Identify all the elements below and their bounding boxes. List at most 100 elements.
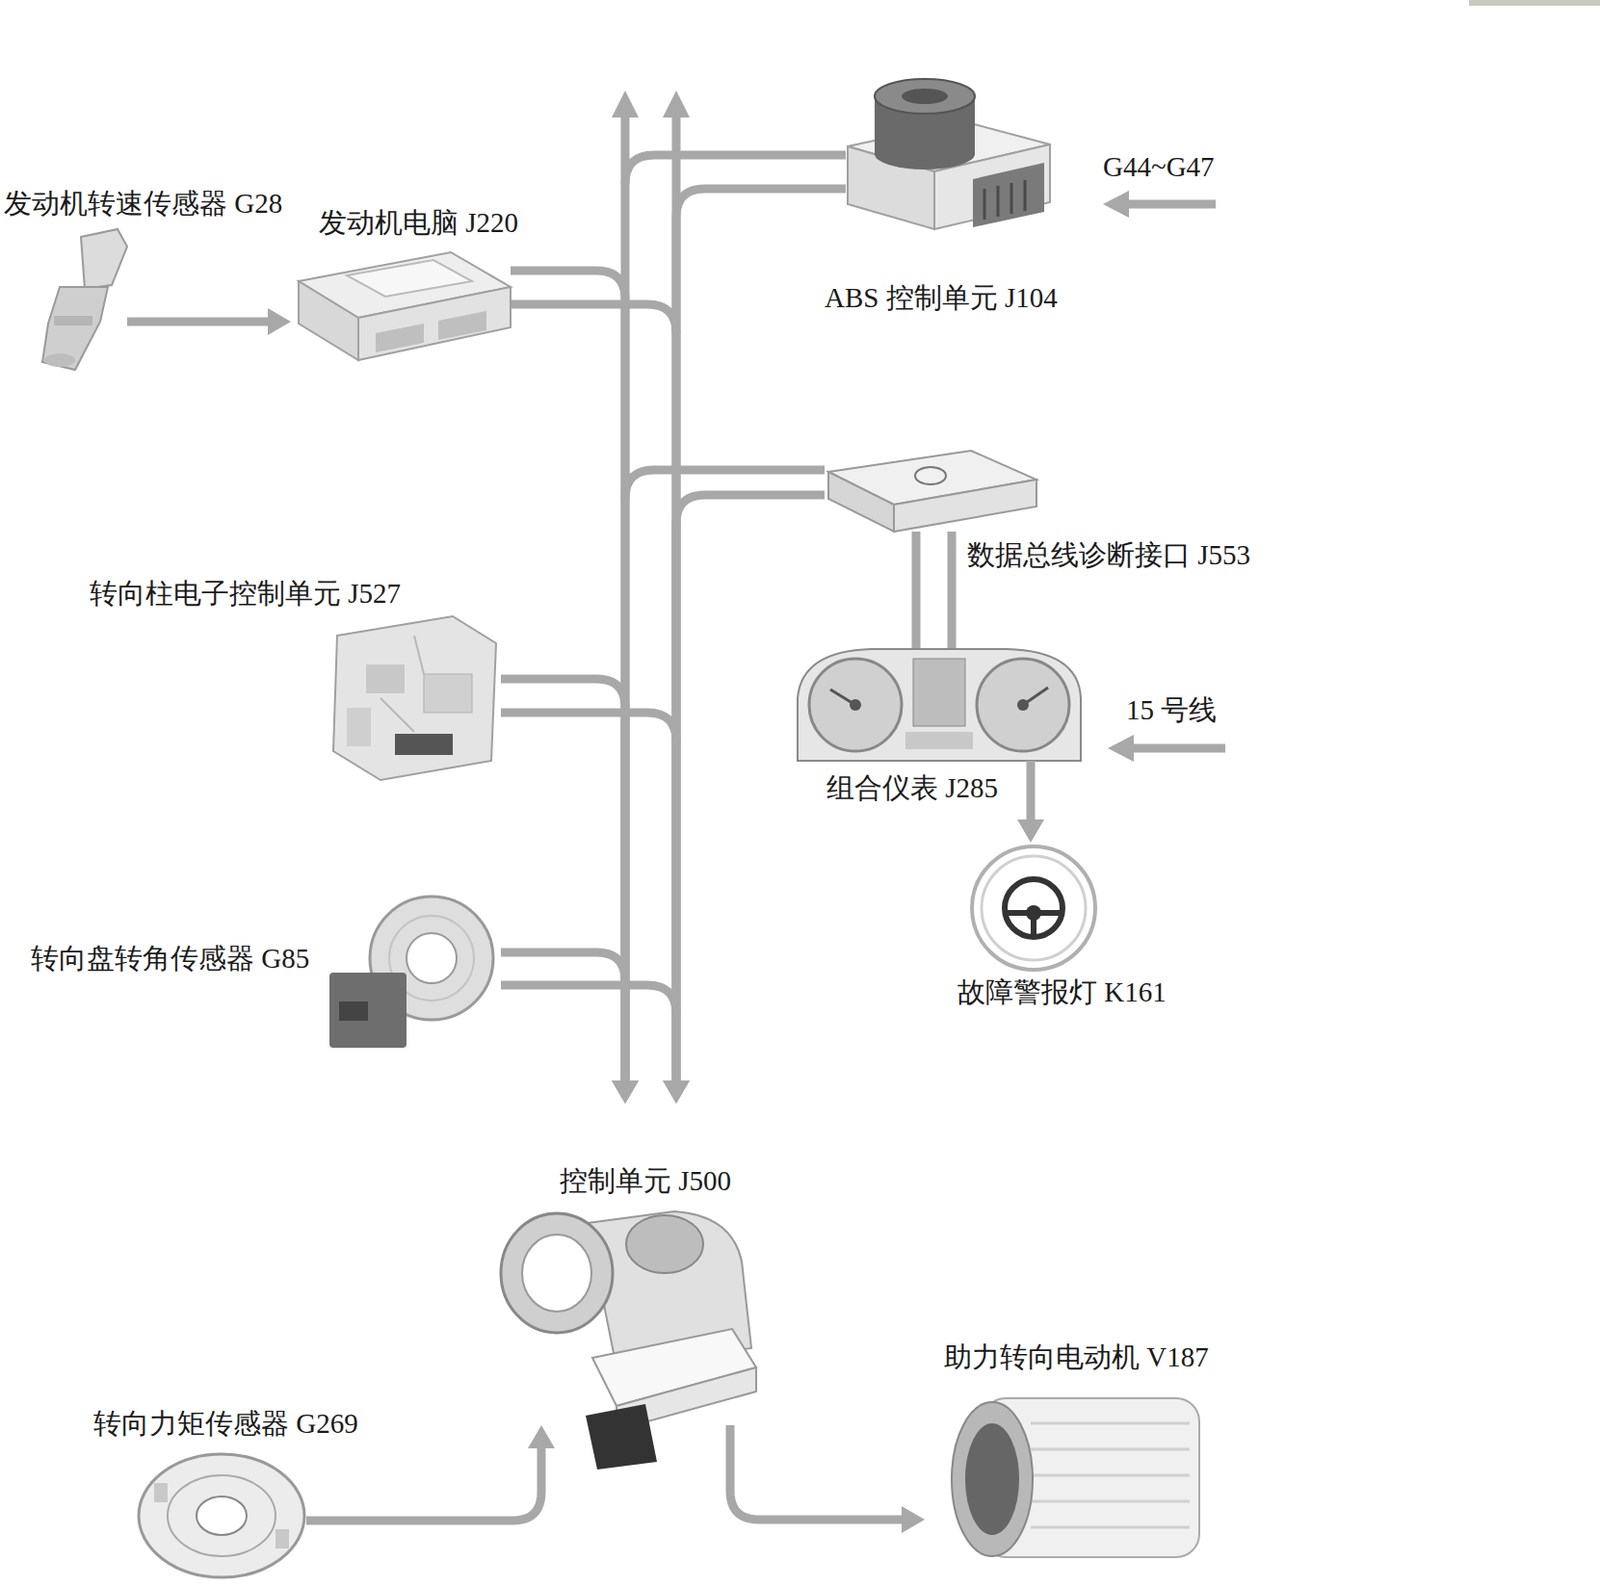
component-box: 控制单元 J500: [495, 1103, 756, 1426]
bus-wire: [500, 115, 952, 1084]
column-module-figure: [333, 616, 497, 781]
angle-sensor-figure: [339, 1001, 368, 1022]
input-arrow: [1102, 190, 1129, 218]
steering-ecu-figure: [626, 1215, 704, 1274]
engine-ecu-figure: [438, 311, 487, 341]
column-module-figure: [346, 708, 371, 747]
component-box: 助力转向电动机 V187: [924, 1393, 1205, 1563]
warning-lamp-figure: [1025, 905, 1042, 921]
speed-sensor-figure: [42, 287, 108, 370]
abs-unit-figure: [984, 180, 1025, 220]
warning-lamp-figure: [981, 856, 1086, 961]
bus-arrowhead: [611, 90, 690, 118]
input-arrow: [1102, 190, 1226, 762]
part-name: ABS 控制单元 J104: [824, 283, 1058, 315]
torque-sensor-figure: [196, 1496, 247, 1536]
engine-ecu-figure: [375, 323, 424, 353]
instrument-cluster-figure: [797, 649, 1081, 761]
torque-sensor-figure: [154, 1483, 168, 1503]
bus-connector: [1026, 760, 1036, 822]
column-module-figure: [333, 616, 497, 781]
abs-unit-figure: [847, 78, 1050, 230]
part-name: 转向柱电子控制单元 J527: [89, 578, 401, 610]
instrument-cluster-figure: [905, 732, 973, 750]
bus-wire: [500, 985, 677, 1015]
component-box: 发动机转速传感器 G28: [35, 229, 128, 374]
motor-figure: [951, 1402, 1033, 1557]
bus-connector: [500, 679, 626, 1083]
component-box: 转向力矩传感器 G269: [137, 1449, 307, 1583]
label-holder: G44~G47: [1102, 152, 1215, 184]
part-name: 组合仪表 J285: [826, 773, 998, 805]
torque-sensor-figure: [167, 1475, 276, 1557]
instrument-cluster-figure: [797, 649, 1081, 761]
warning-lamp-figure: [1004, 879, 1063, 938]
motor-figure: [1030, 1423, 1190, 1528]
instrument-cluster-figure: [849, 699, 862, 711]
instrument-cluster-figure: [1017, 699, 1029, 711]
angle-sensor-figure: [329, 972, 407, 1049]
bus-connector: [127, 317, 270, 327]
angle-sensor-figure: [329, 896, 494, 1049]
label-holder: 15 号线: [1126, 695, 1217, 727]
abs-unit-figure: [972, 162, 1045, 228]
speed-sensor-figure: [80, 229, 128, 289]
engine-ecu-figure: [298, 252, 511, 361]
engine-ecu-figure: [346, 260, 473, 297]
bus-connector: [912, 531, 921, 649]
component-box: 转向柱电子控制单元 J527: [331, 612, 501, 782]
torque-sensor-figure: [275, 1529, 289, 1549]
motor-figure: [965, 1423, 1020, 1536]
part-name: 数据总线诊断接口 J553: [967, 540, 1251, 572]
steering-ecu-figure: [585, 1404, 657, 1470]
bus-arrowhead: [611, 90, 639, 118]
bus-wire: [500, 712, 677, 742]
column-module-figure: [380, 635, 424, 733]
input-arrow: [1131, 744, 1226, 754]
motor-figure: [951, 1398, 1200, 1558]
abs-unit-figure: [874, 78, 975, 114]
signal-label: 15 号线: [1126, 695, 1217, 727]
abs-unit-figure: [874, 138, 975, 170]
component-box: ABS 控制单元 J104: [845, 75, 1054, 232]
column-module-figure: [394, 734, 453, 756]
speed-sensor-figure: [42, 229, 128, 370]
component-box: 故障警报灯 K161: [968, 842, 1100, 974]
torque-sensor-figure: [138, 1454, 305, 1578]
steering-ecu-figure: [500, 1213, 613, 1334]
bus-wire: [625, 155, 846, 184]
bus-connector: [730, 1425, 904, 1521]
signal-label: G44~G47: [1102, 152, 1215, 184]
angle-sensor-figure: [406, 933, 457, 984]
warning-lamp-figure: [971, 846, 1096, 971]
column-module-figure: [423, 674, 473, 713]
column-module-figure: [366, 664, 405, 694]
gateway-figure: [828, 472, 894, 532]
part-name: 控制单元 J500: [559, 1166, 732, 1198]
part-name: 转向力矩传感器 G269: [93, 1409, 359, 1441]
component-box: 转向盘转角传感器 G85: [326, 898, 501, 1052]
gateway-figure: [893, 479, 1037, 532]
part-name: 发动机转速传感器 G28: [3, 188, 283, 220]
input-arrow: [1107, 734, 1134, 762]
component-box: 数据总线诊断接口 J553: [824, 448, 1037, 532]
part-name: 助力转向电动机 V187: [944, 1342, 1209, 1374]
bus-wire: [510, 304, 677, 334]
speed-sensor-figure: [53, 315, 93, 326]
instrument-cluster-figure: [976, 658, 1070, 752]
speed-sensor-figure: [44, 353, 76, 368]
gateway-figure: [828, 450, 1037, 532]
instrument-cluster-figure: [809, 658, 902, 752]
part-name: 故障警报灯 K161: [957, 977, 1167, 1009]
component-box: 发动机电脑 J220: [290, 248, 511, 365]
abs-unit-figure: [901, 88, 948, 105]
bus-connector: [676, 495, 825, 1083]
steering-ecu-figure: [522, 1234, 592, 1312]
bus-wire: [947, 531, 957, 649]
gateway-figure: [915, 467, 946, 485]
torque-sensor-figure: [138, 1454, 305, 1578]
bus-connector: [676, 188, 846, 1083]
